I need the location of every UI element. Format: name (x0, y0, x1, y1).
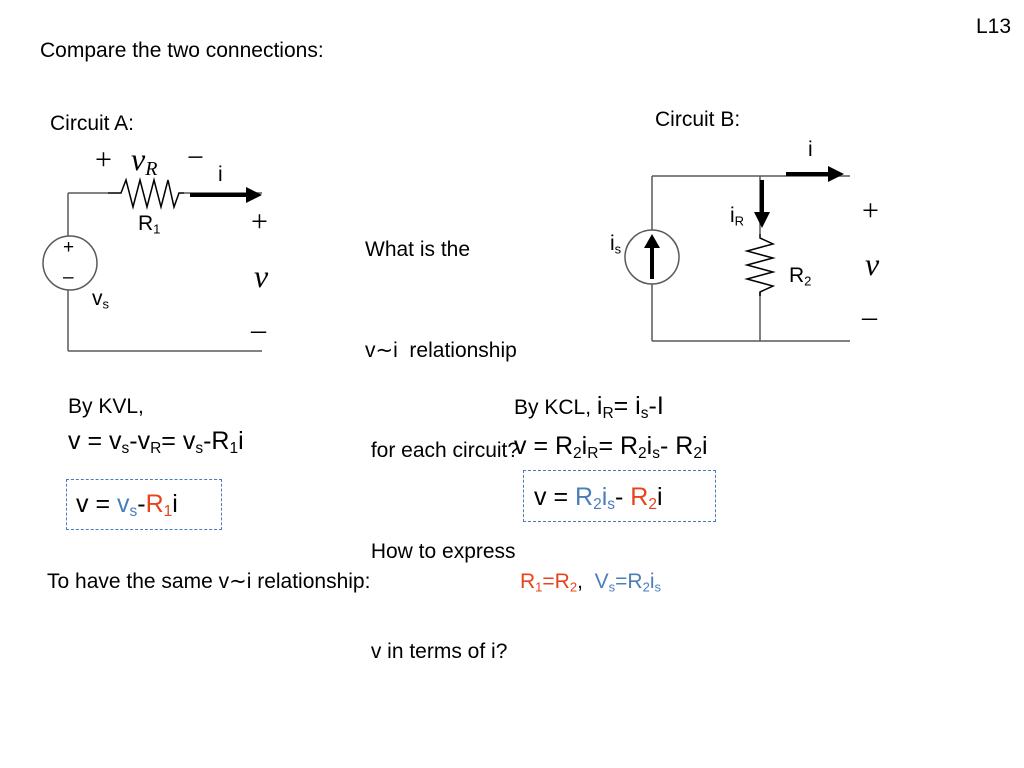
conclusion-text: To have the same v∼i relationship: (47, 570, 371, 593)
current-source-arrow-head (644, 234, 660, 248)
kvl-result-box (66, 479, 222, 530)
circuit-b-current-label: i (808, 138, 813, 161)
kvl-equation: v = vs-vR= vs-R1i (68, 427, 244, 457)
slide-heading: Compare the two connections: (40, 39, 324, 62)
resistor-r1-symbol (108, 177, 184, 210)
source-vs-label: vs (92, 287, 110, 312)
resistor-r2-symbol (744, 234, 776, 296)
question-line: v in terms of i? (365, 640, 508, 663)
conclusion-conditions: R1=R2, Vs=R2is (520, 570, 662, 595)
question-text: What is the v∼i relationship for each ci… (365, 166, 519, 702)
source-minus-sign: – (63, 267, 74, 288)
circuit-a-title: Circuit A: (50, 112, 135, 135)
resistor-r1-label: R1 (138, 212, 161, 237)
source-is-label: is (610, 232, 622, 257)
question-line: v∼i relationship (365, 338, 517, 362)
voltage-source-symbol (42, 235, 98, 291)
circuit-b-out-plus: + (862, 194, 879, 227)
branch-ir-label: iR (730, 204, 745, 229)
circuit-b-title: Circuit B: (655, 108, 741, 131)
circuit-a-wiring (67, 192, 262, 352)
vr-plus-sign: + (95, 143, 112, 176)
circuit-a-out-v: v (254, 258, 269, 294)
kcl-equation: v = R2iR= R2is- R2i (514, 432, 708, 462)
circuit-b-out-minus: – (862, 300, 877, 333)
slide-page-id: L13 (976, 15, 1012, 38)
circuit-b-out-v: v (865, 246, 880, 282)
current-i-b-arrow-head (828, 166, 844, 182)
kvl-label: By KVL, (68, 395, 144, 418)
current-i-arrow-head (246, 187, 262, 203)
source-plus-sign: + (63, 237, 75, 258)
question-line: What is the (365, 238, 471, 261)
question-line: How to express (365, 539, 516, 563)
kcl-result-box (523, 470, 716, 522)
kvl-result-equation: v = vs-R1i (76, 490, 178, 520)
kcl-result-equation: v = R2is- R2i (534, 483, 663, 513)
vr-label: vR (131, 141, 158, 180)
circuit-a-out-minus: – (251, 313, 266, 346)
question-line: for each circuit? (365, 439, 520, 462)
circuit-b-wiring (651, 175, 850, 342)
circuit-a-out-plus: + (251, 205, 268, 238)
vr-minus-sign: − (187, 141, 204, 174)
circuit-a-current-label: i (218, 163, 223, 186)
kcl-header: By KCL, iR= is-I (514, 392, 664, 422)
current-ir-arrow-head (754, 212, 770, 228)
current-source-symbol (624, 229, 680, 285)
resistor-r2-label: R2 (789, 264, 812, 289)
